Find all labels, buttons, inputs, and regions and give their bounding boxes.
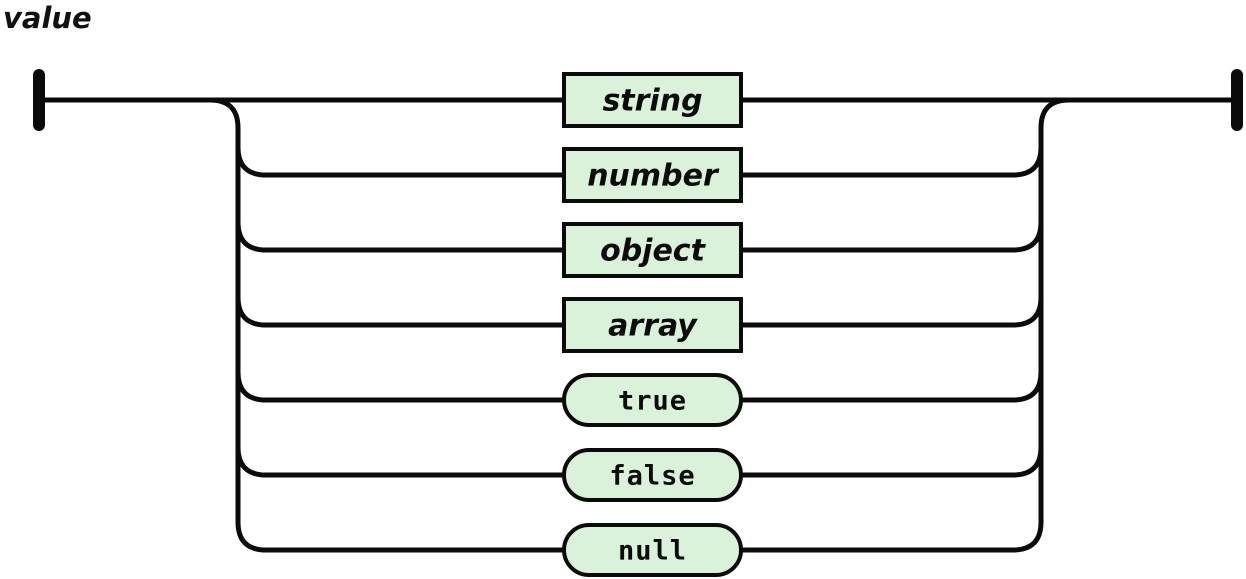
nonterminal-label-number: number xyxy=(587,159,720,194)
terminal-pill-false xyxy=(562,448,743,502)
nonterminal-box-array xyxy=(562,297,743,353)
row-rail-right-false xyxy=(741,446,1044,478)
row-rail-left-object xyxy=(235,221,564,253)
nonterminal-label-string: string xyxy=(602,84,702,119)
end-marker xyxy=(1231,69,1243,131)
start-marker xyxy=(33,69,45,131)
nonterminal-box-object xyxy=(562,222,743,278)
row-rail-right-array xyxy=(741,296,1044,328)
node-false: false xyxy=(562,448,743,502)
row-rail-left-false xyxy=(235,446,564,478)
nonterminal-box-string xyxy=(562,72,743,128)
row-rail-left-true xyxy=(235,371,564,403)
nonterminal-box-number xyxy=(562,147,743,203)
row-rail-right-true xyxy=(741,371,1044,403)
node-object: object xyxy=(562,222,743,278)
node-array: array xyxy=(562,297,743,353)
row-rail-right-object xyxy=(741,221,1044,253)
terminal-pill-true xyxy=(562,373,743,427)
node-true: true xyxy=(562,373,743,427)
row-rail-left-number xyxy=(235,146,564,178)
row-rail-right-number xyxy=(741,146,1044,178)
terminal-label-true: true xyxy=(618,386,687,417)
terminal-label-null: null xyxy=(618,536,687,567)
terminal-label-false: false xyxy=(609,461,695,492)
nonterminal-label-object: object xyxy=(600,234,706,269)
diagram-title: value xyxy=(3,1,92,35)
terminal-pill-null xyxy=(562,523,743,577)
merge-rail-right xyxy=(741,97,1233,553)
node-number: number xyxy=(562,147,743,203)
node-string: string xyxy=(562,72,743,128)
branch-rail-left xyxy=(209,97,564,553)
nonterminal-label-array: array xyxy=(608,309,698,344)
node-null: null xyxy=(562,523,743,577)
row-rail-left-array xyxy=(235,296,564,328)
